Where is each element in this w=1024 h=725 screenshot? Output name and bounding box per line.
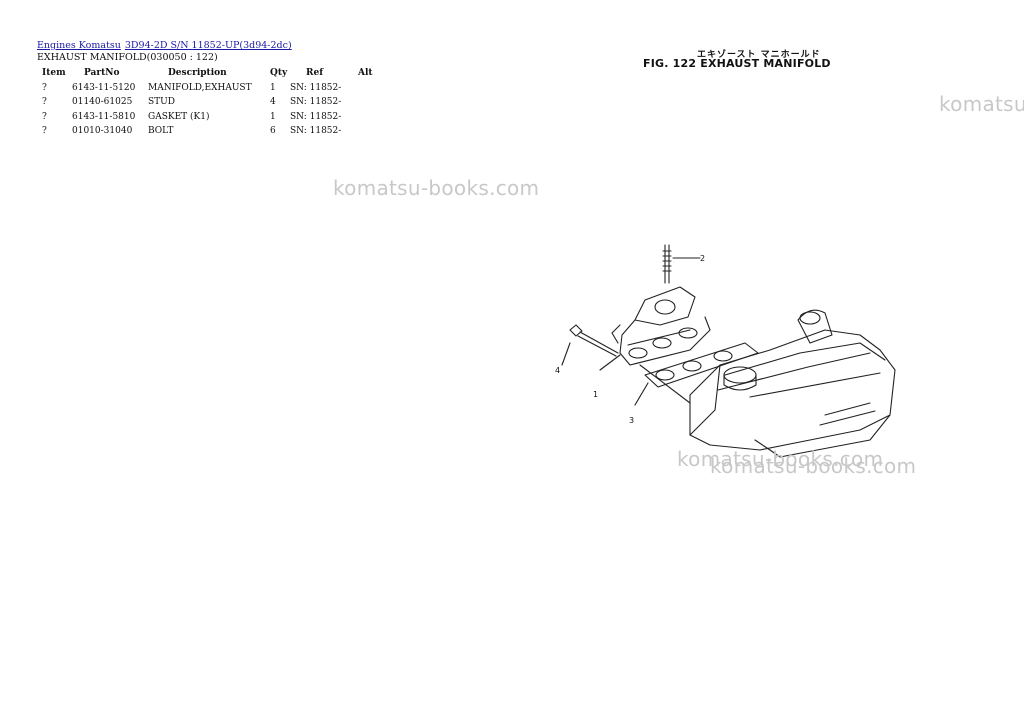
cell-alt	[358, 110, 378, 125]
cell-partno: 6143-11-5810	[72, 111, 136, 122]
table-row: ? 6143-11-5120 MANIFOLD,EXHAUST 1 SN: 11…	[37, 81, 378, 96]
column-header-item: Item	[42, 68, 66, 78]
stud-part	[662, 244, 701, 284]
section-title: EXHAUST MANIFOLD(030050 : 122)	[37, 52, 218, 63]
watermark: komatsu	[939, 92, 1024, 116]
cell-qty: 1	[270, 111, 276, 122]
cell-ref: SN: 11852-	[290, 82, 342, 93]
bolt-part	[561, 324, 619, 366]
cell-ref: SN: 11852-	[290, 111, 342, 122]
cell-qty: 6	[270, 126, 276, 136]
cell-description: STUD	[148, 97, 175, 107]
cell-description: BOLT	[148, 126, 174, 136]
cell-item: ?	[42, 97, 47, 107]
cell-alt	[358, 124, 378, 139]
figure-title: FIG. 122 EXHAUST MANIFOLD	[643, 57, 831, 70]
table-row: ? 01010-31040 BOLT 6 SN: 11852-	[37, 124, 378, 139]
parts-table: Item PartNo Description Qty Ref Alt ? 61…	[37, 66, 378, 139]
cell-item: ?	[42, 82, 47, 93]
table-row: ? 01140-61025 STUD 4 SN: 11852-	[37, 95, 378, 110]
cell-alt	[358, 81, 378, 96]
callout-label: 1	[593, 390, 598, 399]
watermark: komatsu-books.com	[333, 176, 540, 200]
callout-label: 2	[700, 254, 705, 263]
figure-title-japanese: エキゾースト マニホールド	[697, 50, 821, 60]
cell-qty: 1	[270, 82, 276, 93]
column-header-partno: PartNo	[84, 68, 120, 78]
watermark: komatsu-books.com	[677, 447, 884, 471]
callout-label: 4	[555, 366, 560, 375]
column-header-qty: Qty	[270, 68, 288, 78]
cell-description: MANIFOLD,EXHAUST	[148, 82, 252, 93]
column-header-ref: Ref	[306, 68, 324, 78]
table-row: ? 6143-11-5810 GASKET (K1) 1 SN: 11852-	[37, 110, 378, 125]
cell-item: ?	[42, 111, 47, 122]
watermark: komatsu-books.com	[710, 454, 917, 478]
cell-alt	[358, 95, 378, 110]
cell-ref: SN: 11852-	[290, 126, 342, 136]
table-header-row: Item PartNo Description Qty Ref Alt	[37, 66, 378, 81]
cell-partno: 01140-61025	[72, 97, 133, 107]
breadcrumb-link-model[interactable]: 3D94-2D S/N 11852-UP(3d94-2dc)	[124, 40, 292, 51]
cell-partno: 6143-11-5120	[72, 82, 136, 93]
column-header-alt: Alt	[358, 68, 373, 78]
callout-label: 3	[629, 416, 634, 425]
exhaust-manifold-drawing: 2 4 1 3	[555, 244, 896, 458]
breadcrumb-link-engines[interactable]: Engines Komatsu	[37, 40, 121, 51]
gasket-part	[644, 342, 759, 388]
cylinder-head	[689, 309, 896, 458]
cell-ref: SN: 11852-	[290, 97, 342, 107]
cell-qty: 4	[270, 97, 276, 107]
cell-item: ?	[42, 126, 47, 136]
column-header-description: Description	[168, 68, 227, 78]
manifold-part	[611, 286, 711, 366]
cell-description: GASKET (K1)	[148, 111, 210, 122]
cell-partno: 01010-31040	[72, 126, 133, 136]
